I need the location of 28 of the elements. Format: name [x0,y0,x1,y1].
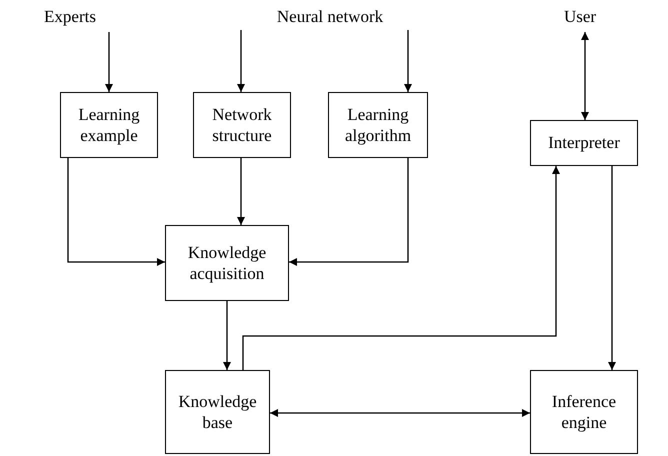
process-box [165,225,289,301]
source-label: User [555,2,605,32]
process-box [328,92,428,158]
box-label: Learning example [77,104,141,146]
arrow [242,166,560,370]
process-box [193,92,291,158]
arrow [223,301,231,370]
box-label: Knowledge base [177,390,258,434]
arrow [105,32,113,92]
box-label: Knowledge acquisition [186,242,268,284]
box-label: Learning algorithm [344,104,412,146]
source-label: Experts [30,2,110,32]
arrow [289,158,409,266]
arrow [581,32,589,120]
arrow [608,166,616,370]
process-box [530,370,638,454]
box-label: Inference engine [550,390,618,434]
process-box [530,120,638,166]
arrow [67,158,165,266]
arrow [270,409,530,417]
arrow [237,30,245,92]
box-label: Interpreter [548,132,620,154]
box-label: Network structure [211,104,273,146]
source-label: Neural network [250,2,410,32]
arrow [237,158,245,225]
process-box [165,370,270,454]
process-box [60,92,158,158]
arrow [404,30,412,92]
